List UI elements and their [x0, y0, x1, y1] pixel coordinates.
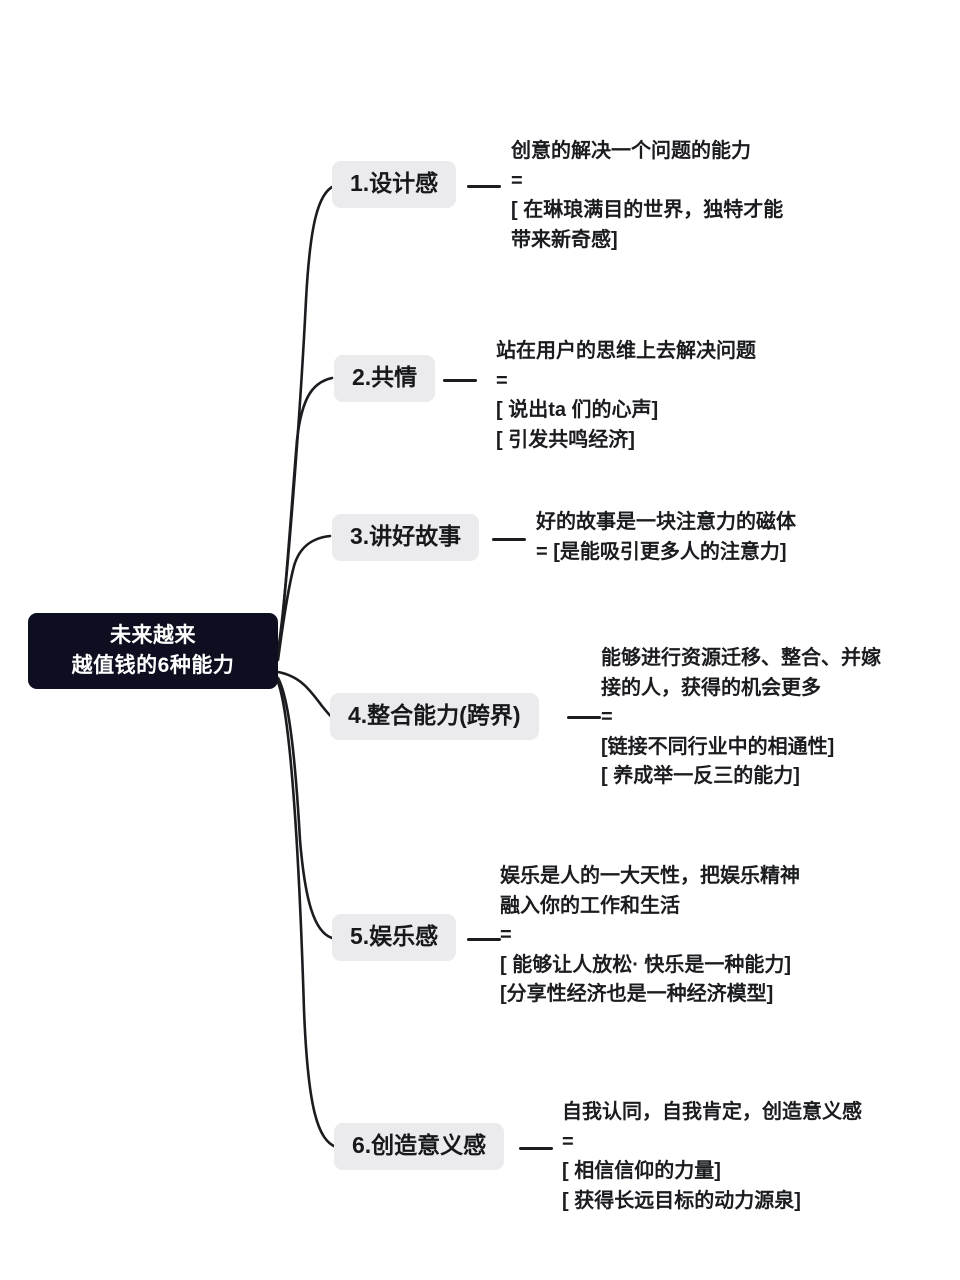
branch-4-desc-line-5: [ 养成举一反三的能力]	[601, 765, 800, 788]
branch-1-description: 创意的解决一个问题的能力 = [ 在琳琅满目的世界，独特才能 带来新奇感]	[511, 137, 783, 255]
edge-to-branch-1	[276, 184, 336, 653]
branch-4-desc-line-2: 接的人，获得的机会更多	[601, 676, 821, 699]
branch-4-desc-line-4: [链接不同行业中的相通性]	[601, 735, 835, 758]
edge-to-branch-3	[276, 534, 332, 662]
branch-6-desc-line-2: =	[562, 1130, 575, 1153]
branch-6-label-box[interactable]: 6.创造意义感	[334, 1123, 505, 1170]
branch-1-connector	[467, 185, 501, 188]
edge-to-branch-2	[276, 376, 334, 658]
branch-6-desc-line-4: [ 获得长远目标的动力源泉]	[562, 1189, 801, 1212]
branch-3-label-box[interactable]: 3.讲好故事	[332, 514, 480, 561]
branch-2-desc-line-1: 站在用户的思维上去解决问题	[496, 340, 756, 362]
branch-4-desc-line-1: 能够进行资源迁移、整合、并嫁	[601, 647, 881, 669]
branch-5-description: 娱乐是人的一大天性，把娱乐精神 融入你的工作和生活 = [ 能够让人放松· 快乐…	[500, 862, 800, 1010]
branch-2-desc-line-3: [ 说出ta 们的心声]	[496, 399, 659, 422]
branch-2-description: 站在用户的思维上去解决问题 = [ 说出ta 们的心声] [ 引发共鸣经济]	[496, 337, 756, 455]
branch-1-desc-line-4: 带来新奇感]	[511, 228, 618, 251]
edge-to-branch-5	[276, 676, 334, 940]
branch-5-label-box[interactable]: 5.娱乐感	[332, 914, 457, 961]
branch-4-desc-line-3: =	[601, 706, 614, 729]
branch-4-description: 能够进行资源迁移、整合、并嫁 接的人，获得的机会更多 = [链接不同行业中的相通…	[601, 644, 881, 792]
branch-5-desc-line-4: [ 能够让人放松· 快乐是一种能力]	[500, 953, 792, 976]
branch-4-label: 4.整合能力(跨界)	[348, 702, 521, 728]
branch-6-desc-line-3: [ 相信信仰的力量]	[562, 1160, 721, 1183]
branch-4-connector	[567, 716, 601, 719]
root-title-line-1: 未来越来	[110, 624, 196, 648]
branch-1-desc-line-2: =	[511, 169, 524, 192]
branch-3-label: 3.讲好故事	[350, 523, 462, 549]
branch-6-desc-line-1: 自我认同，自我肯定，创造意义感	[562, 1101, 862, 1123]
branch-5-desc-line-1: 娱乐是人的一大天性，把娱乐精神	[500, 865, 800, 887]
root-title-line-2: 越值钱的6种能力	[71, 654, 235, 677]
branch-2-label-box[interactable]: 2.共情	[334, 355, 436, 402]
edge-to-branch-4	[276, 670, 338, 721]
root-node[interactable]: 未来越来 越值钱的6种能力	[28, 613, 278, 689]
branch-1-label: 1.设计感	[350, 170, 439, 196]
branch-5-desc-line-5: [分享性经济也是一种经济模型]	[500, 983, 774, 1006]
branch-3-desc-line-2: = [是能吸引更多人的注意力]	[536, 540, 787, 563]
branch-2-desc-line-4: [ 引发共鸣经济]	[496, 428, 635, 451]
branch-5-connector	[467, 938, 501, 941]
branch-5-label: 5.娱乐感	[350, 923, 439, 949]
branch-1-label-box[interactable]: 1.设计感	[332, 161, 457, 208]
branch-1-desc-line-3: [ 在琳琅满目的世界，独特才能	[511, 199, 784, 222]
branch-2-connector	[443, 379, 477, 382]
branch-6-connector	[519, 1147, 553, 1150]
branch-5-desc-line-3: =	[500, 924, 513, 947]
branch-4-label-box[interactable]: 4.整合能力(跨界)	[330, 693, 539, 740]
branch-6-label: 6.创造意义感	[352, 1132, 487, 1158]
branch-6-description: 自我认同，自我肯定，创造意义感 = [ 相信信仰的力量] [ 获得长远目标的动力…	[562, 1098, 862, 1216]
branch-2-desc-line-2: =	[496, 369, 509, 392]
branch-3-description: 好的故事是一块注意力的磁体 = [是能吸引更多人的注意力]	[536, 508, 796, 567]
branch-5-desc-line-2: 融入你的工作和生活	[500, 894, 680, 917]
branch-3-desc-line-1: 好的故事是一块注意力的磁体	[536, 511, 796, 533]
branch-3-connector	[492, 538, 526, 541]
branch-2-label: 2.共情	[352, 364, 418, 390]
branch-1-desc-line-1: 创意的解决一个问题的能力	[511, 140, 751, 162]
edge-to-branch-6	[276, 680, 338, 1149]
